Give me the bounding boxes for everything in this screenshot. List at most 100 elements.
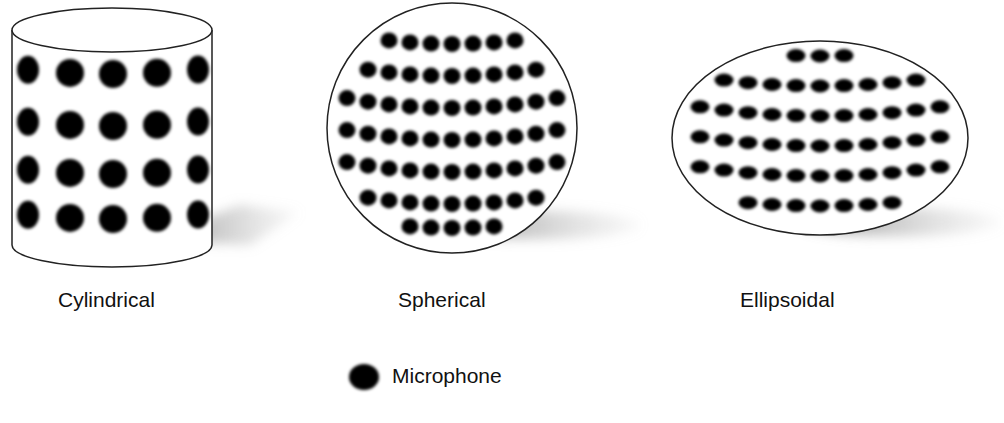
microphone-dot — [56, 111, 84, 139]
microphone-dot — [465, 132, 482, 148]
microphone-dot — [423, 100, 440, 116]
microphone-dot — [883, 196, 902, 209]
microphone-dot — [787, 169, 806, 182]
microphone-dot — [931, 160, 950, 173]
microphone-dot — [143, 204, 171, 232]
microphone-dot — [528, 94, 545, 110]
microphone-dot — [787, 139, 806, 152]
microphone-dot — [811, 50, 830, 63]
microphone-dot — [811, 170, 830, 183]
microphone-dot — [486, 98, 503, 114]
microphone-dot — [444, 132, 461, 148]
microphone-dot — [763, 198, 782, 211]
microphone-dot — [465, 220, 482, 236]
microphone-dot — [507, 160, 524, 176]
microphone-dot — [444, 164, 461, 180]
microphone-dot — [715, 134, 734, 147]
microphone-dot — [360, 190, 377, 206]
microphone-dot — [360, 126, 377, 142]
cylinder-microphones — [17, 56, 209, 233]
microphone-dot — [402, 162, 419, 178]
microphone-dot — [465, 196, 482, 212]
microphone-dot — [486, 194, 503, 210]
microphone-dot — [444, 68, 461, 84]
microphone-dot — [528, 62, 545, 78]
microphone-dot — [423, 220, 440, 236]
microphone-dot — [17, 108, 39, 136]
microphone-dot — [907, 164, 926, 177]
microphone-dot — [859, 108, 878, 121]
microphone-dot — [187, 56, 209, 84]
microphone-dot — [423, 132, 440, 148]
microphone-dot — [465, 164, 482, 180]
microphone-dot — [549, 90, 566, 106]
ellipsoid-outline — [672, 41, 968, 235]
microphone-dot — [402, 218, 419, 234]
microphone-dot — [56, 204, 84, 232]
microphone-dot — [486, 162, 503, 178]
legend-entry: Microphone — [392, 364, 502, 388]
microphone-dot — [763, 138, 782, 151]
microphone-dot — [715, 74, 734, 87]
microphone-dot — [715, 104, 734, 117]
microphone-dot — [763, 168, 782, 181]
microphone-dot — [402, 66, 419, 82]
microphone-dot — [715, 164, 734, 177]
microphone-dot — [423, 36, 440, 52]
microphone-dot — [835, 199, 854, 212]
microphone-dot — [859, 168, 878, 181]
microphone-dot — [811, 80, 830, 93]
microphone-dot — [883, 136, 902, 149]
microphone-dot — [739, 106, 758, 119]
microphone-dot — [402, 34, 419, 50]
microphone-dot — [99, 205, 127, 233]
microphone-dot — [486, 66, 503, 82]
microphone-dot — [423, 164, 440, 180]
microphone-dot — [360, 158, 377, 174]
microphone-dot — [444, 100, 461, 116]
microphone-dot — [787, 199, 806, 212]
microphone-dot — [187, 108, 209, 136]
microphone-dot — [859, 78, 878, 91]
microphone-dot — [835, 169, 854, 182]
microphone-dot — [143, 111, 171, 139]
microphone-dot — [402, 130, 419, 146]
microphone-dot — [381, 192, 398, 208]
microphone-dot — [99, 60, 127, 88]
microphone-dot — [402, 98, 419, 114]
sphere-outline — [327, 3, 577, 253]
microphone-dot — [187, 156, 209, 184]
microphone-dot — [787, 109, 806, 122]
microphone-dot — [360, 94, 377, 110]
microphone-dot — [381, 32, 398, 48]
microphone-dot — [549, 154, 566, 170]
microphone-dot — [835, 139, 854, 152]
microphone-dot — [907, 74, 926, 87]
microphone-dot — [739, 136, 758, 149]
microphone-dot — [402, 194, 419, 210]
microphone-dot — [99, 112, 127, 140]
shape-label: Cylindrical — [58, 288, 155, 311]
microphone-dot — [143, 159, 171, 187]
microphone-dot — [187, 201, 209, 229]
microphone-dot — [444, 220, 461, 236]
microphone-dot — [381, 160, 398, 176]
microphone-dot — [143, 59, 171, 87]
cylinder-top — [12, 8, 212, 52]
microphone-dot — [691, 130, 710, 143]
microphone-dot — [739, 76, 758, 89]
microphone-dot — [507, 96, 524, 112]
microphone-dot — [907, 104, 926, 117]
microphone-dot — [507, 32, 524, 48]
shape-label-slot: Spherical — [398, 288, 486, 312]
microphone-dot — [486, 218, 503, 234]
microphone-dot — [423, 196, 440, 212]
microphone-dot — [691, 160, 710, 173]
microphone-dot — [883, 106, 902, 119]
microphone-dot — [931, 130, 950, 143]
microphone-dot — [486, 130, 503, 146]
shape-label-slot: Cylindrical — [58, 288, 155, 312]
microphone-dot — [339, 122, 356, 138]
microphone-dot — [56, 59, 84, 87]
